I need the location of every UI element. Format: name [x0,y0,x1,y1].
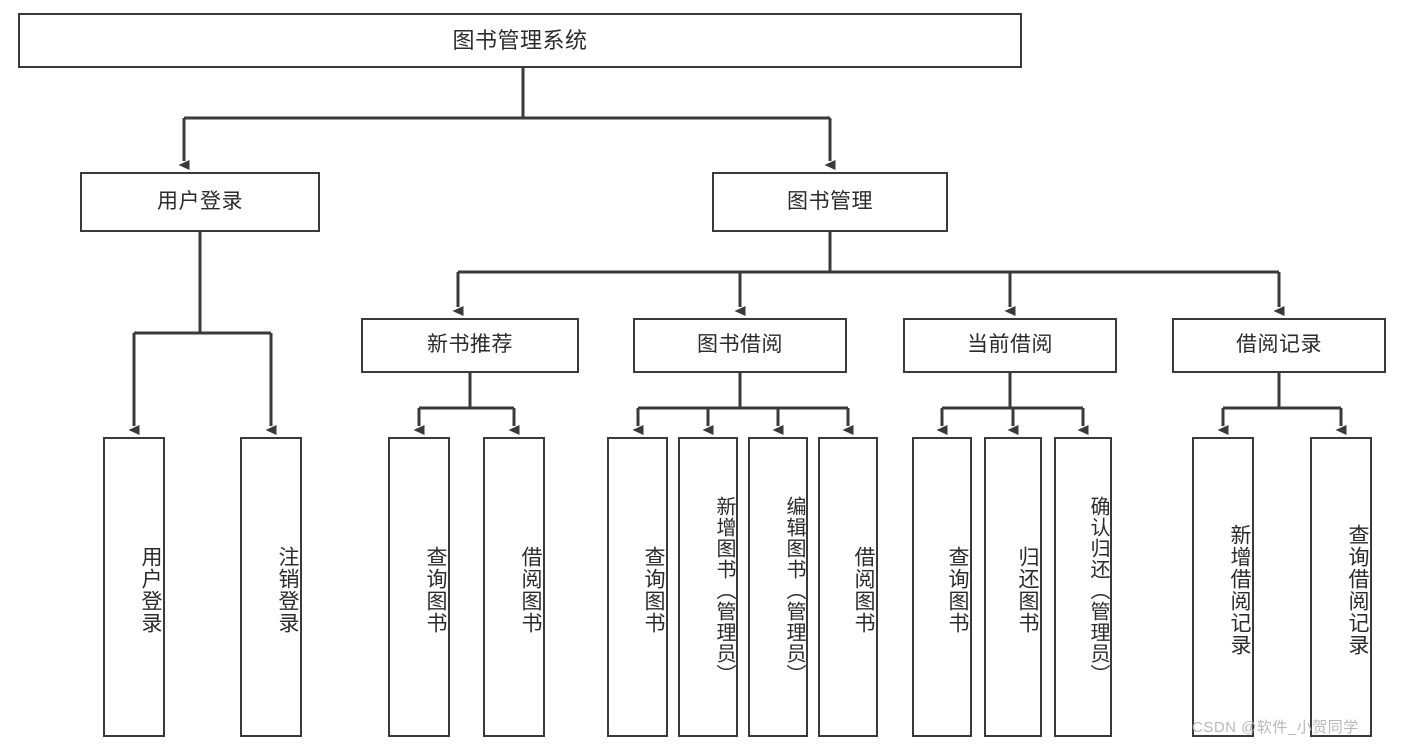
node-borrow-record[interactable]: 借阅记录 [1172,318,1386,373]
node-leaf-borrow-book-2-label: 借阅图书 [852,546,875,634]
node-borrow-record-label: 借阅记录 [1236,333,1322,357]
node-leaf-query-record-label: 查询借阅记录 [1346,524,1369,656]
node-user-login[interactable]: 用户登录 [80,172,320,232]
node-leaf-query-book-3-label: 查询图书 [946,546,969,634]
node-book-borrow-label: 图书借阅 [697,333,783,357]
node-leaf-confirm-return-label: 确认归还（管理员） [1087,495,1109,685]
node-leaf-return-book[interactable]: 归还图书 [984,437,1042,737]
node-leaf-user-login[interactable]: 用户登录 [103,437,165,737]
node-leaf-query-book-2-label: 查询图书 [642,546,665,634]
node-leaf-add-book[interactable]: 新增图书（管理员） [678,437,738,737]
node-leaf-borrow-book-1[interactable]: 借阅图书 [483,437,545,737]
node-leaf-edit-book[interactable]: 编辑图书（管理员） [748,437,808,737]
node-book-manage-label: 图书管理 [787,189,873,213]
node-leaf-add-record[interactable]: 新增借阅记录 [1192,437,1254,737]
node-leaf-user-login-label: 用户登录 [139,546,162,634]
node-leaf-confirm-return[interactable]: 确认归还（管理员） [1054,437,1112,737]
node-new-book-recommend-label: 新书推荐 [427,333,513,357]
node-current-borrow-label: 当前借阅 [967,333,1053,357]
node-book-manage[interactable]: 图书管理 [712,172,948,232]
node-leaf-borrow-book-1-label: 借阅图书 [519,546,542,634]
node-root[interactable]: 图书管理系统 [18,13,1022,68]
node-leaf-query-book-1[interactable]: 查询图书 [388,437,450,737]
node-leaf-add-book-label: 新增图书（管理员） [713,495,735,685]
node-leaf-edit-book-label: 编辑图书（管理员） [783,495,805,685]
node-leaf-query-book-1-label: 查询图书 [424,546,447,634]
node-leaf-query-book-2[interactable]: 查询图书 [607,437,668,737]
node-book-borrow[interactable]: 图书借阅 [633,318,847,373]
node-leaf-logout[interactable]: 注销登录 [240,437,302,737]
node-leaf-return-book-label: 归还图书 [1016,546,1039,634]
csdn-watermark: CSDN @软件_小贺同学 [1192,719,1359,736]
node-current-borrow[interactable]: 当前借阅 [903,318,1117,373]
node-root-label: 图书管理系统 [452,27,588,53]
node-new-book-recommend[interactable]: 新书推荐 [361,318,579,373]
node-leaf-logout-label: 注销登录 [276,546,299,634]
node-leaf-query-record[interactable]: 查询借阅记录 [1310,437,1372,737]
node-user-login-label: 用户登录 [157,189,243,213]
node-leaf-borrow-book-2[interactable]: 借阅图书 [818,437,878,737]
node-leaf-add-record-label: 新增借阅记录 [1228,524,1251,656]
node-leaf-query-book-3[interactable]: 查询图书 [912,437,972,737]
